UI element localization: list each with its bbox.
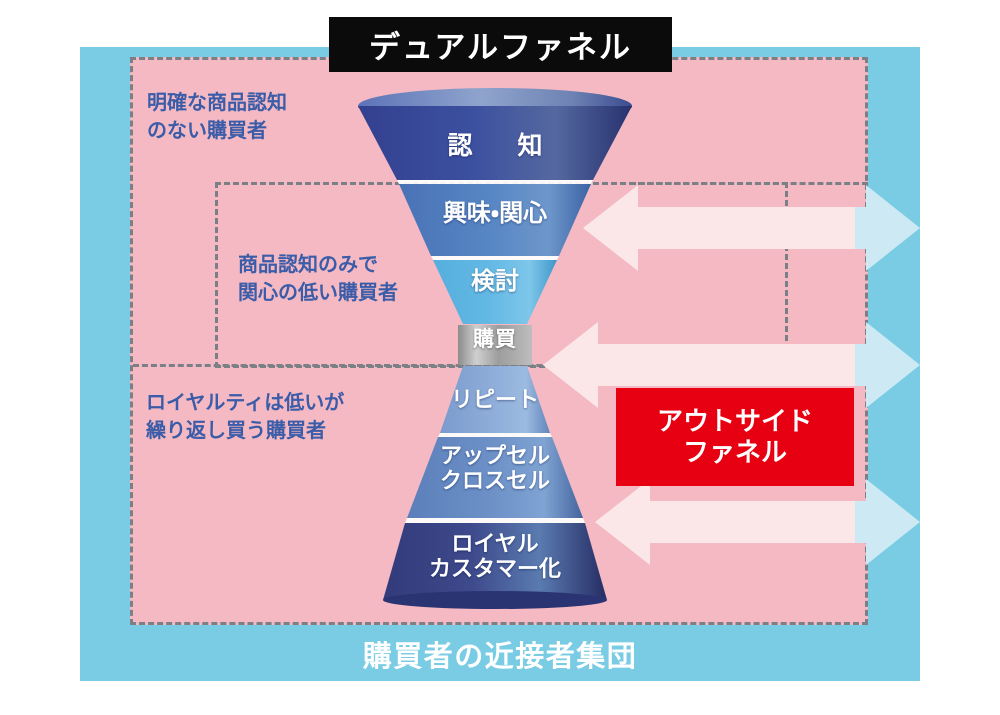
annotation-low-loyalty-repeat-buyer: ロイヤルティは低いが 繰り返し買う購買者 xyxy=(146,392,345,442)
dashed-waist-divider xyxy=(133,364,865,367)
funnel-stage-loyal xyxy=(383,523,607,600)
bottom-caption-container: 購買者の近接者集団 xyxy=(80,627,920,681)
dashed-box-right-segment xyxy=(630,182,868,368)
diagram-title-bar: デュアルファネル xyxy=(329,17,672,72)
funnel-sep-4 xyxy=(405,518,585,523)
funnel-bottom-rim xyxy=(383,591,607,609)
funnel-sep-2 xyxy=(431,256,559,260)
funnel-stage-repeat xyxy=(440,366,550,433)
funnel-svg xyxy=(358,88,632,609)
funnel-stage-consider xyxy=(433,260,557,324)
funnel-stage-awareness xyxy=(358,106,632,180)
outside-funnel-badge: アウトサイド ファネル xyxy=(616,388,854,486)
funnel-stage-interest xyxy=(399,184,591,256)
outside-funnel-badge-line2: ファネル xyxy=(682,437,787,467)
dual-funnel-graphic: 認 知 興味・関心 検討 購買 リピート アップセル クロスセル ロイヤル カス… xyxy=(350,84,640,609)
funnel-stage-upsell xyxy=(407,437,583,518)
funnel-sep-1 xyxy=(397,180,593,184)
annotation-no-clear-awareness: 明確な商品認知 のない購買者 xyxy=(147,92,287,142)
funnel-stage-purchase xyxy=(458,325,532,365)
outside-funnel-badge-line1: アウトサイド xyxy=(656,405,813,436)
funnel-sep-3 xyxy=(438,433,552,437)
annotation-awareness-only-low-interest: 商品認知のみで 関心の低い購買者 xyxy=(238,254,398,304)
bottom-caption-text: 購買者の近接者集団 xyxy=(362,641,638,673)
diagram-title: デュアルファネル xyxy=(368,30,633,65)
